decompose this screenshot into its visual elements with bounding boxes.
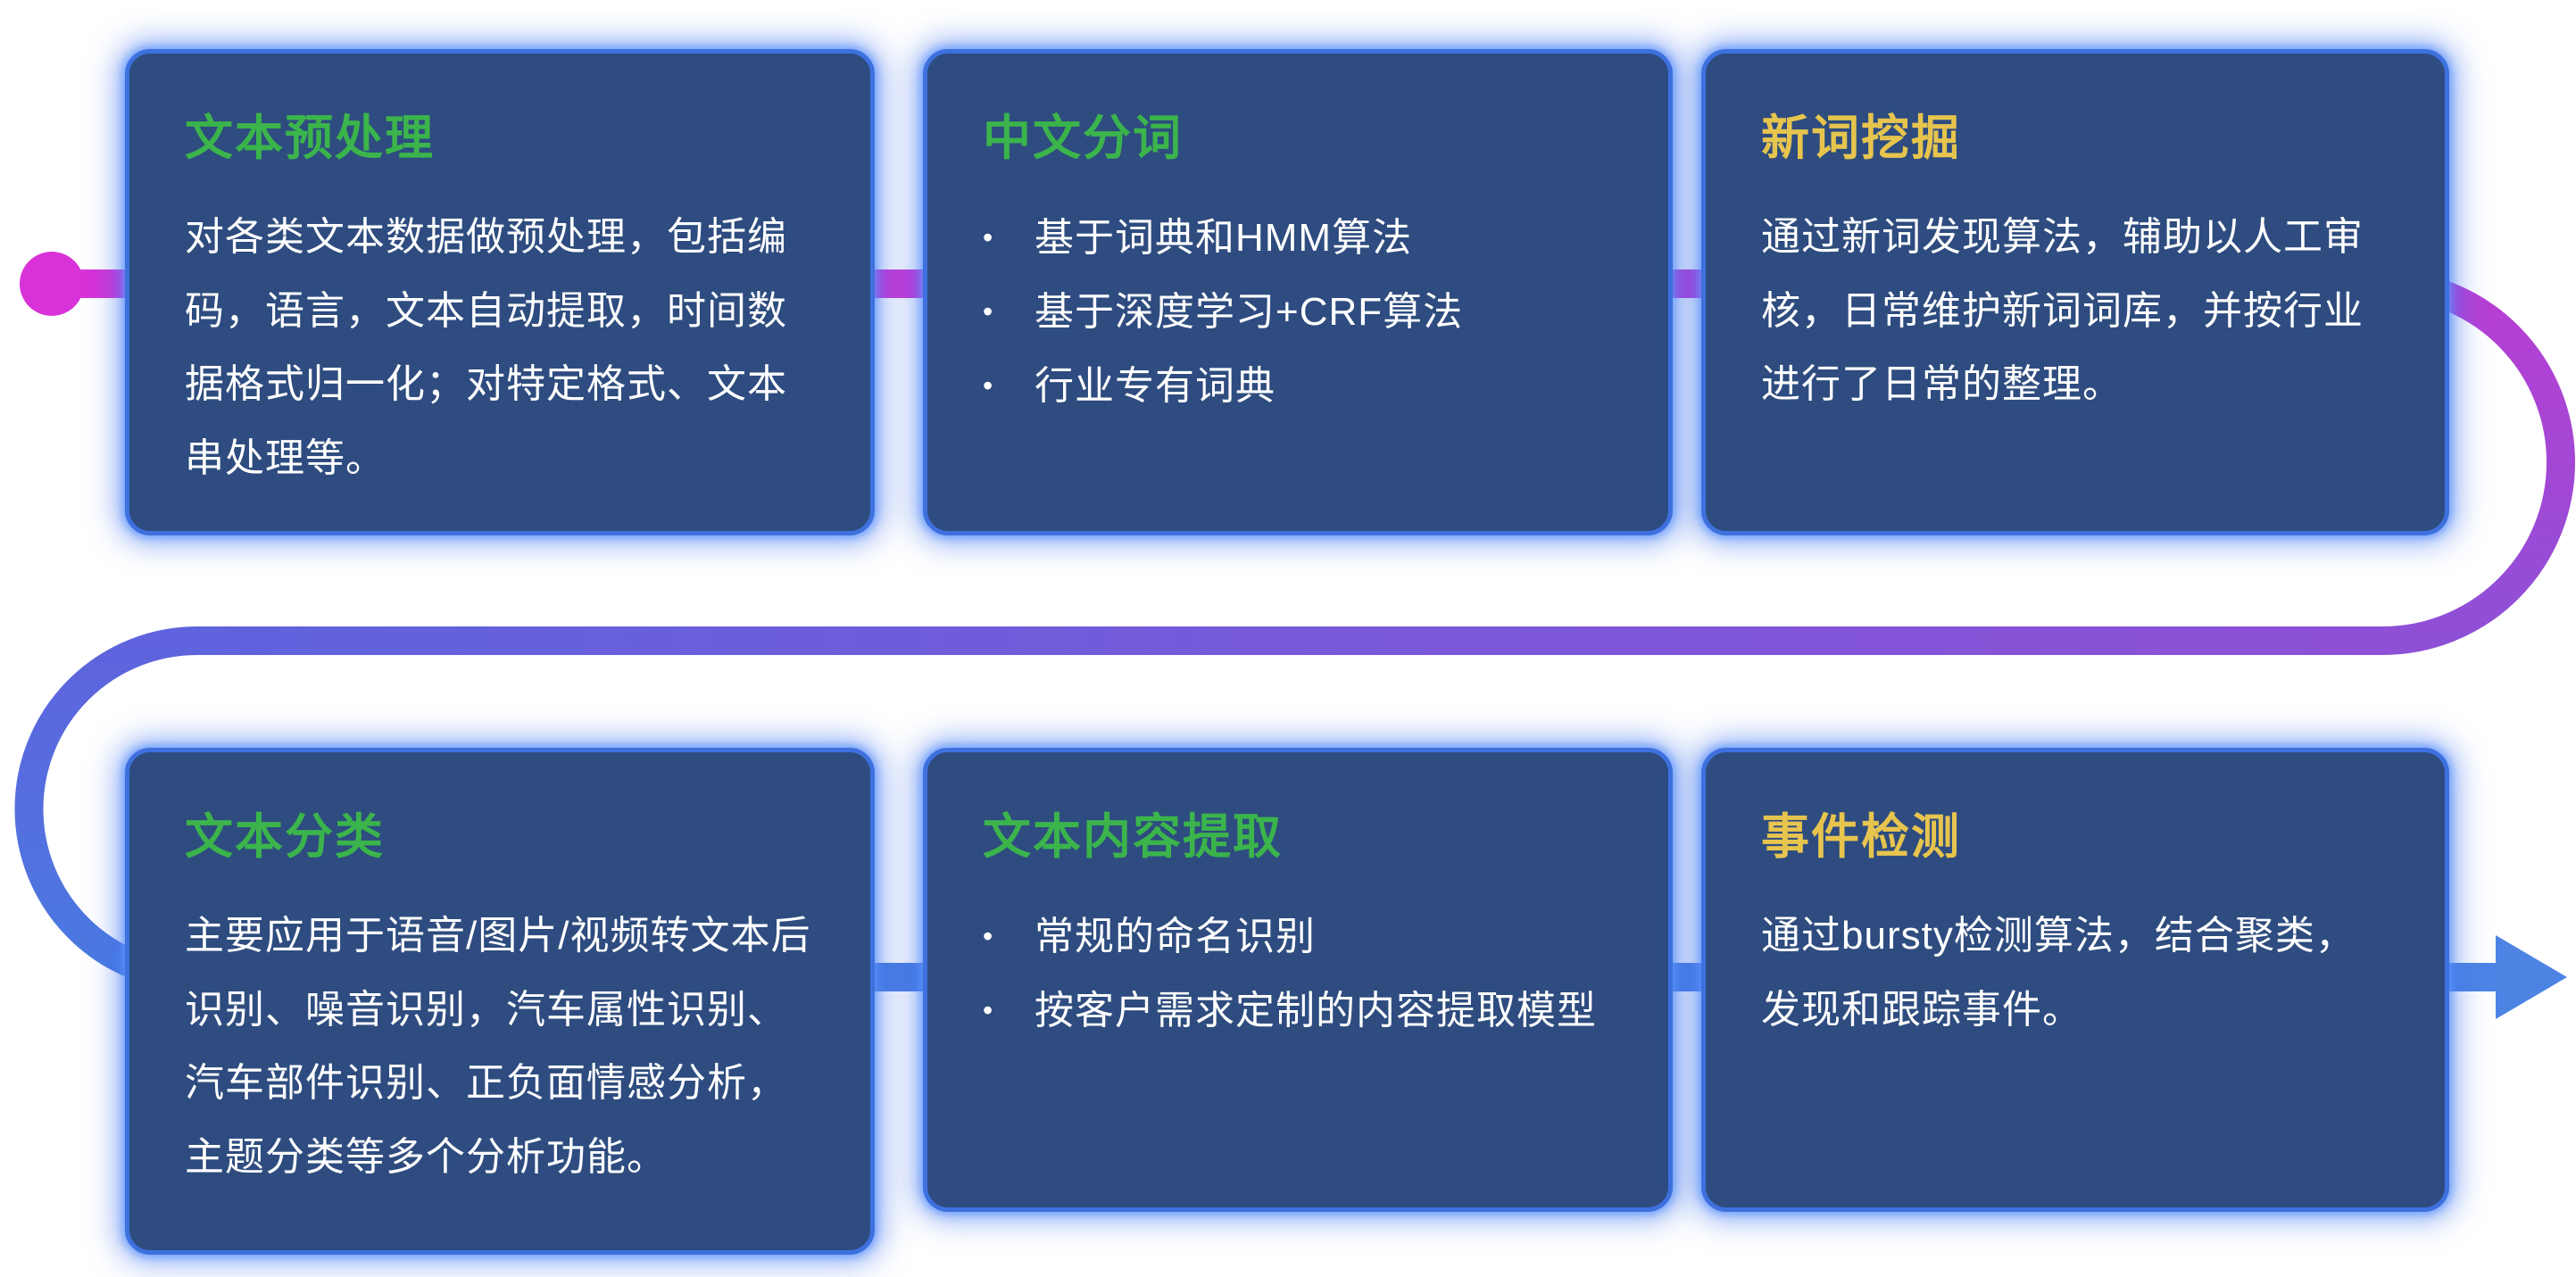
card-title: 文本预处理	[185, 112, 435, 165]
card-event-detection: 事件检测 通过bursty检测算法，结合聚类，发现和跟踪事件。	[1701, 748, 2449, 1212]
card-title: 事件检测	[1761, 810, 1961, 864]
flow-start-dot	[20, 252, 84, 316]
card-body: 主要应用于语音/图片/视频转文本后识别、噪音识别，汽车属性识别、汽车部件识别、正…	[185, 914, 811, 1180]
bullet-icon: •	[983, 221, 994, 253]
card-text-content-extraction: 文本内容提取 • 常规的命名识别 • 按客户需求定制的内容提取模型	[923, 748, 1673, 1212]
list-item: • 常规的命名识别	[983, 900, 1613, 974]
list-item: • 基于深度学习+CRF算法	[983, 275, 1613, 349]
flow-curve-right	[2381, 269, 2575, 655]
card-title: 中文分词	[983, 112, 1183, 165]
bullet-text: 按客户需求定制的内容提取模型	[1035, 989, 1597, 1032]
flow-arrow-icon	[2496, 935, 2567, 1019]
card-title: 新词挖掘	[1761, 112, 1961, 165]
list-item: • 按客户需求定制的内容提取模型	[983, 974, 1613, 1048]
card-text-classification: 文本分类 主要应用于语音/图片/视频转文本后识别、噪音识别，汽车属性识别、汽车部…	[125, 748, 875, 1255]
card-title: 文本内容提取	[983, 810, 1283, 864]
bullet-icon: •	[983, 369, 994, 402]
card-new-word-mining: 新词挖掘 通过新词发现算法，辅助以人工审核，日常维护新词词库，并按行业进行了日常…	[1701, 49, 2449, 535]
card-body: 通过新词发现算法，辅助以人工审核，日常维护新词词库，并按行业进行了日常的整理。	[1761, 215, 2364, 407]
list-item: • 基于词典和HMM算法	[983, 201, 1613, 275]
list-item: • 行业专有词典	[983, 349, 1613, 423]
bullet-icon: •	[983, 920, 994, 952]
card-body: 通过bursty检测算法，结合聚类，发现和跟踪事件。	[1761, 914, 2356, 1032]
bullet-text: 常规的命名识别	[1035, 915, 1316, 958]
card-bullet-list: • 常规的命名识别 • 按客户需求定制的内容提取模型	[983, 900, 1613, 1048]
bullet-icon: •	[983, 295, 994, 328]
card-title: 文本分类	[185, 810, 385, 864]
bullet-text: 行业专有词典	[1035, 364, 1276, 408]
card-bullet-list: • 基于词典和HMM算法 • 基于深度学习+CRF算法 • 行业专有词典	[983, 201, 1613, 423]
bullet-icon: •	[983, 994, 994, 1026]
card-body: 对各类文本数据做预处理，包括编码，语言，文本自动提取，时间数据格式归一化；对特定…	[185, 215, 787, 481]
bullet-text: 基于深度学习+CRF算法	[1035, 290, 1464, 334]
card-text-preprocessing: 文本预处理 对各类文本数据做预处理，包括编码，语言，文本自动提取，时间数据格式归…	[125, 49, 875, 535]
bullet-text: 基于词典和HMM算法	[1035, 216, 1413, 260]
card-chinese-word-segmentation: 中文分词 • 基于词典和HMM算法 • 基于深度学习+CRF算法 • 行业专有词…	[923, 49, 1673, 535]
flow-curve-left	[14, 626, 198, 991]
